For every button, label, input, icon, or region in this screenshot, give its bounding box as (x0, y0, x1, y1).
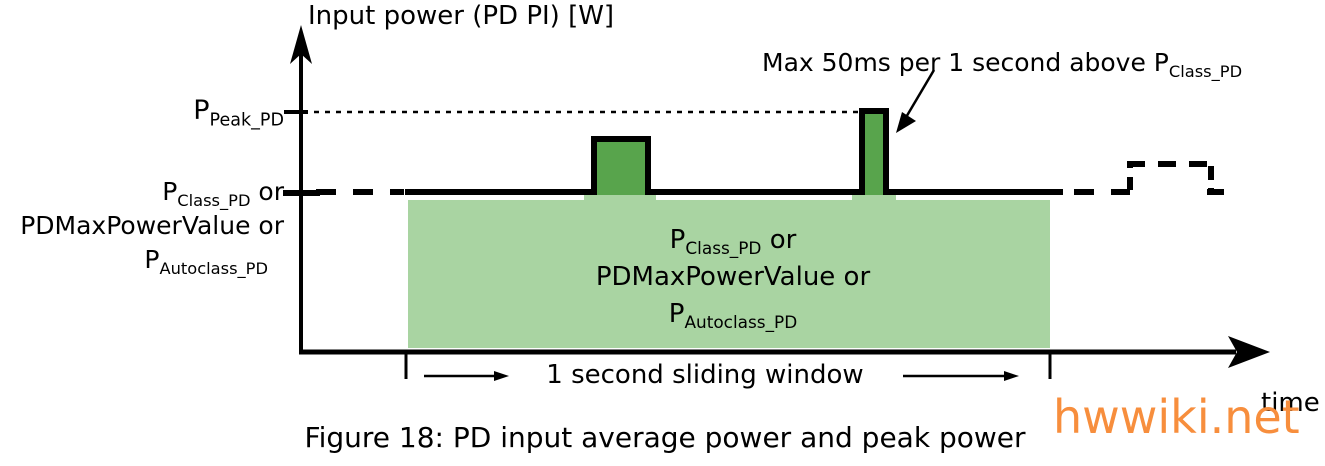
sliding-window-label: 1 second sliding window (546, 360, 864, 390)
y-label-class-block: PClass_PD or PDMaxPowerValue or PAutocla… (0, 175, 284, 277)
figure-caption: Figure 18: PD input average power and pe… (304, 421, 1026, 454)
average-power-region-label: PClass_PD or PDMaxPowerValue or PAutocla… (483, 222, 983, 333)
baseline-dashed-right-pulse (1074, 161, 1228, 195)
x-axis-arrowhead (1228, 336, 1270, 368)
annotation-arrow (896, 69, 936, 133)
y-axis-title: Input power (PD PI) [W] (308, 1, 615, 31)
y-axis-arrowhead (290, 25, 312, 64)
y-axis (290, 25, 312, 354)
y-label-class-pd: PClass_PD or (162, 177, 284, 210)
y-label-pdmaxpowervalue: PDMaxPowerValue or (20, 211, 284, 240)
sliding-window-markers (404, 354, 1052, 381)
peak-pulse-2 (859, 108, 889, 195)
region-label-line2: PDMaxPowerValue or (595, 262, 871, 292)
y-label-autoclass-pd: PAutoclass_PD (144, 245, 268, 278)
region-label-line3: PAutoclass_PD (668, 299, 798, 333)
sliding-window-left-arrowhead (494, 371, 509, 381)
annotation-arrowhead (896, 112, 916, 133)
x-axis (299, 336, 1270, 368)
x-axis-label: time (1261, 388, 1320, 418)
max-50ms-annotation: Max 50ms per 1 second above PClass_PD (762, 48, 1243, 81)
peak-pulse-1 (591, 136, 651, 195)
y-label-peak-pd: PPeak_PD (193, 95, 284, 131)
watermark: hwwiki.net (1053, 390, 1300, 444)
average-power-region (408, 200, 1050, 348)
region-label-line1: PClass_PD or (669, 225, 797, 259)
sliding-window-right-arrowhead (1004, 371, 1019, 381)
